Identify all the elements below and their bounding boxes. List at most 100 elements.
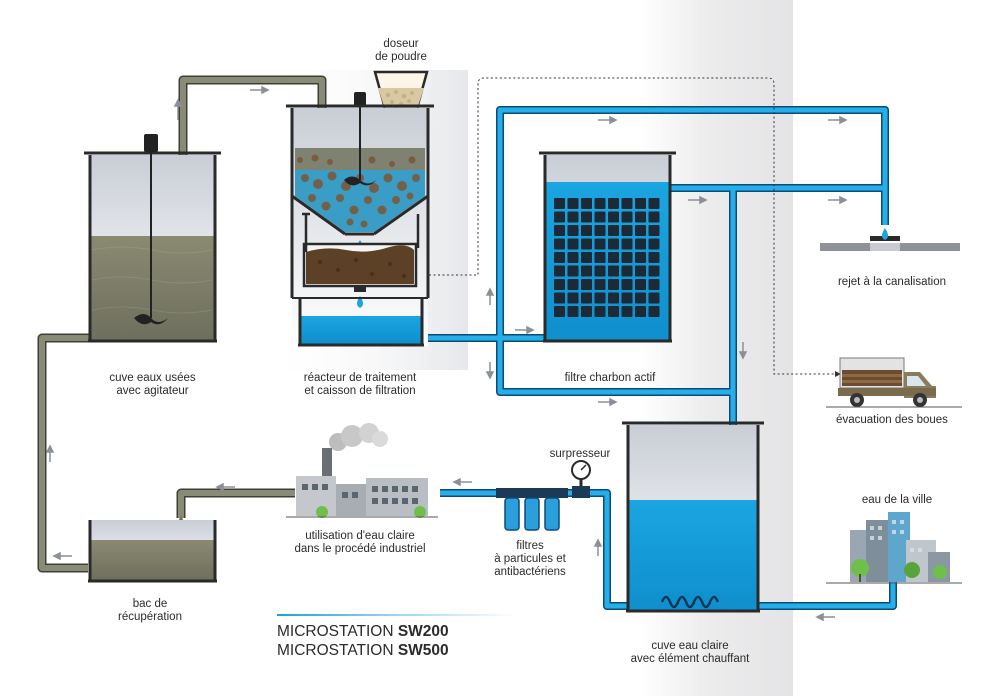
arrow-left-icon <box>52 551 72 561</box>
carbon-block <box>608 292 619 304</box>
arrow-right-icon <box>598 397 618 407</box>
carbon-block <box>648 306 660 317</box>
carbon-block <box>594 265 606 277</box>
brand-title: MICROSTATION SW200 MICROSTATION SW500 <box>277 622 449 660</box>
carbon-block <box>567 292 579 304</box>
carbon-block <box>648 198 660 209</box>
carbon-block <box>635 265 646 277</box>
label-evacuation: évacuation des boues <box>836 414 948 426</box>
carbon-block <box>554 306 565 317</box>
carbon-block <box>621 238 633 250</box>
carbon-block <box>648 211 660 223</box>
carbon-block <box>567 198 579 209</box>
flow-arrows <box>45 85 848 622</box>
arrow-down-icon <box>738 342 748 360</box>
carbon-grid <box>554 198 660 317</box>
carbon-block <box>608 252 619 263</box>
tank-bac-recuperation <box>88 520 217 583</box>
brand-rule <box>277 614 517 616</box>
label-surpresseur: surpresseur <box>549 448 611 460</box>
carbon-block <box>567 279 579 290</box>
city-icon <box>826 512 962 584</box>
carbon-block <box>581 265 592 277</box>
carbon-block <box>635 306 646 317</box>
carbon-block <box>621 198 633 209</box>
arrow-up-icon <box>593 538 603 556</box>
heating-element-icon <box>660 595 720 609</box>
particle-filters <box>496 488 568 531</box>
carbon-block <box>635 225 646 236</box>
arrow-right-icon <box>828 195 848 205</box>
arrow-left-icon <box>452 477 472 487</box>
carbon-block <box>581 211 592 223</box>
carbon-block <box>621 265 633 277</box>
arrow-down-icon <box>485 362 495 380</box>
arrow-right-icon <box>828 115 848 125</box>
carbon-block <box>567 252 579 263</box>
brand-line-2: MICROSTATION SW500 <box>277 642 449 659</box>
carbon-block <box>554 225 565 236</box>
truck-icon <box>826 357 962 408</box>
carbon-block <box>581 198 592 209</box>
arrow-left-icon <box>215 482 235 492</box>
carbon-block <box>594 238 606 250</box>
tank-cuve-eau-claire <box>622 421 764 613</box>
carbon-block <box>635 279 646 290</box>
arrow-up-icon <box>45 444 55 462</box>
sludge-dotted-line <box>420 77 835 375</box>
carbon-block <box>621 252 633 263</box>
carbon-block <box>581 252 592 263</box>
carbon-block <box>621 279 633 290</box>
agitator-blade-icon <box>134 314 168 325</box>
factory-icon <box>286 423 438 518</box>
arrow-right-icon <box>515 325 535 335</box>
tank-cuve-eaux-usees <box>84 134 221 343</box>
carbon-block <box>608 279 619 290</box>
carbon-block <box>608 306 619 317</box>
carbon-block <box>621 292 633 304</box>
carbon-block <box>648 238 660 250</box>
carbon-block <box>581 306 592 317</box>
carbon-block <box>648 279 660 290</box>
carbon-block <box>621 225 633 236</box>
carbon-block <box>608 238 619 250</box>
carbon-block <box>581 292 592 304</box>
carbon-block <box>594 225 606 236</box>
carbon-block <box>554 238 565 250</box>
carbon-block <box>567 211 579 223</box>
label-filtre-charbon: filtre charbon actif <box>564 372 656 384</box>
carbon-block <box>567 265 579 277</box>
rejet-canalisation <box>820 228 960 251</box>
carbon-block <box>608 225 619 236</box>
brand-line-1: MICROSTATION SW200 <box>277 623 449 640</box>
carbon-block <box>554 211 565 223</box>
carbon-block <box>608 211 619 223</box>
pressure-gauge-icon <box>571 460 591 498</box>
carbon-block <box>567 306 579 317</box>
agitator-motor-icon <box>144 134 158 152</box>
carbon-block <box>621 306 633 317</box>
carbon-block <box>554 279 565 290</box>
carbon-block <box>594 306 606 317</box>
carbon-block <box>635 198 646 209</box>
carbon-block <box>621 211 633 223</box>
carbon-block <box>554 198 565 209</box>
carbon-block <box>635 252 646 263</box>
arrow-right-icon <box>250 85 270 95</box>
arrow-left-icon <box>815 612 835 622</box>
carbon-block <box>608 198 619 209</box>
reactor-motor-icon <box>354 92 366 106</box>
carbon-block <box>594 198 606 209</box>
carbon-block <box>554 252 565 263</box>
carbon-block <box>554 292 565 304</box>
carbon-block <box>581 225 592 236</box>
